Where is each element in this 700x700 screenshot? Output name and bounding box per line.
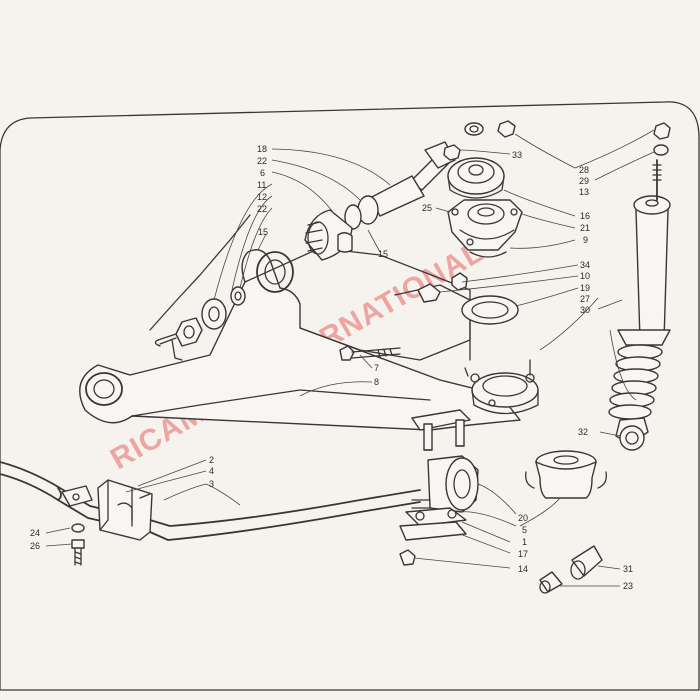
callout-22-lower: 22 bbox=[257, 204, 267, 214]
callout-32: 32 bbox=[578, 427, 588, 437]
callout-27: 27 bbox=[580, 294, 590, 304]
callout-9: 9 bbox=[583, 235, 588, 245]
callout-28: 28 bbox=[579, 165, 589, 175]
shock-absorber bbox=[608, 122, 671, 451]
dust-boot-bellows bbox=[608, 344, 663, 420]
callout-21: 21 bbox=[580, 223, 590, 233]
bolt-26 bbox=[71, 523, 85, 566]
callout-1: 1 bbox=[522, 537, 527, 547]
callout-15-right: 15 bbox=[378, 249, 388, 259]
callout-19: 19 bbox=[580, 283, 590, 293]
clamp-plates bbox=[399, 507, 467, 566]
leader-lines bbox=[45, 129, 655, 587]
callout-16: 16 bbox=[580, 211, 590, 221]
callout-31: 31 bbox=[623, 564, 633, 574]
callout-5: 5 bbox=[522, 525, 527, 535]
callout-33: 33 bbox=[512, 150, 522, 160]
callout-24: 24 bbox=[30, 528, 40, 538]
callout-23: 23 bbox=[623, 581, 633, 591]
callout-7: 7 bbox=[374, 363, 379, 373]
bushing-5 bbox=[525, 450, 607, 499]
callout-11: 11 bbox=[257, 180, 266, 190]
bolt-7 bbox=[339, 345, 401, 361]
callout-20: 20 bbox=[518, 513, 528, 523]
callout-12: 12 bbox=[257, 192, 267, 202]
u-bolt-clamp bbox=[411, 409, 471, 451]
pin-23 bbox=[539, 571, 563, 594]
stabilizer-bar bbox=[0, 461, 421, 541]
callout-13: 13 bbox=[579, 187, 589, 197]
bush-31 bbox=[570, 545, 603, 580]
callout-2: 2 bbox=[209, 455, 214, 465]
callout-30: 30 bbox=[580, 305, 590, 315]
callout-17: 17 bbox=[518, 549, 528, 559]
callout-22-top: 22 bbox=[257, 156, 267, 166]
callout-26: 26 bbox=[30, 541, 40, 551]
bushing-20 bbox=[411, 455, 479, 513]
callout-29: 29 bbox=[579, 176, 589, 186]
callout-14: 14 bbox=[518, 564, 528, 574]
callout-6: 6 bbox=[260, 168, 265, 178]
paper-frame bbox=[0, 101, 700, 691]
callout-labels: 18 22 6 11 12 22 15 15 33 25 16 21 9 28 … bbox=[30, 144, 633, 591]
spring-seat-washers bbox=[417, 272, 519, 325]
callout-8: 8 bbox=[374, 377, 379, 387]
callout-18: 18 bbox=[257, 144, 267, 154]
callout-10: 10 bbox=[580, 271, 590, 281]
callout-4: 4 bbox=[209, 466, 214, 476]
callout-25: 25 bbox=[422, 203, 432, 213]
callout-15-left: 15 bbox=[258, 227, 268, 237]
ball-joint bbox=[464, 359, 539, 415]
callout-3: 3 bbox=[209, 479, 214, 489]
top-mount-parts bbox=[443, 120, 523, 258]
left-washer-stack bbox=[149, 214, 251, 361]
pivot-shaft-assembly bbox=[304, 141, 456, 261]
callout-34: 34 bbox=[580, 260, 590, 270]
